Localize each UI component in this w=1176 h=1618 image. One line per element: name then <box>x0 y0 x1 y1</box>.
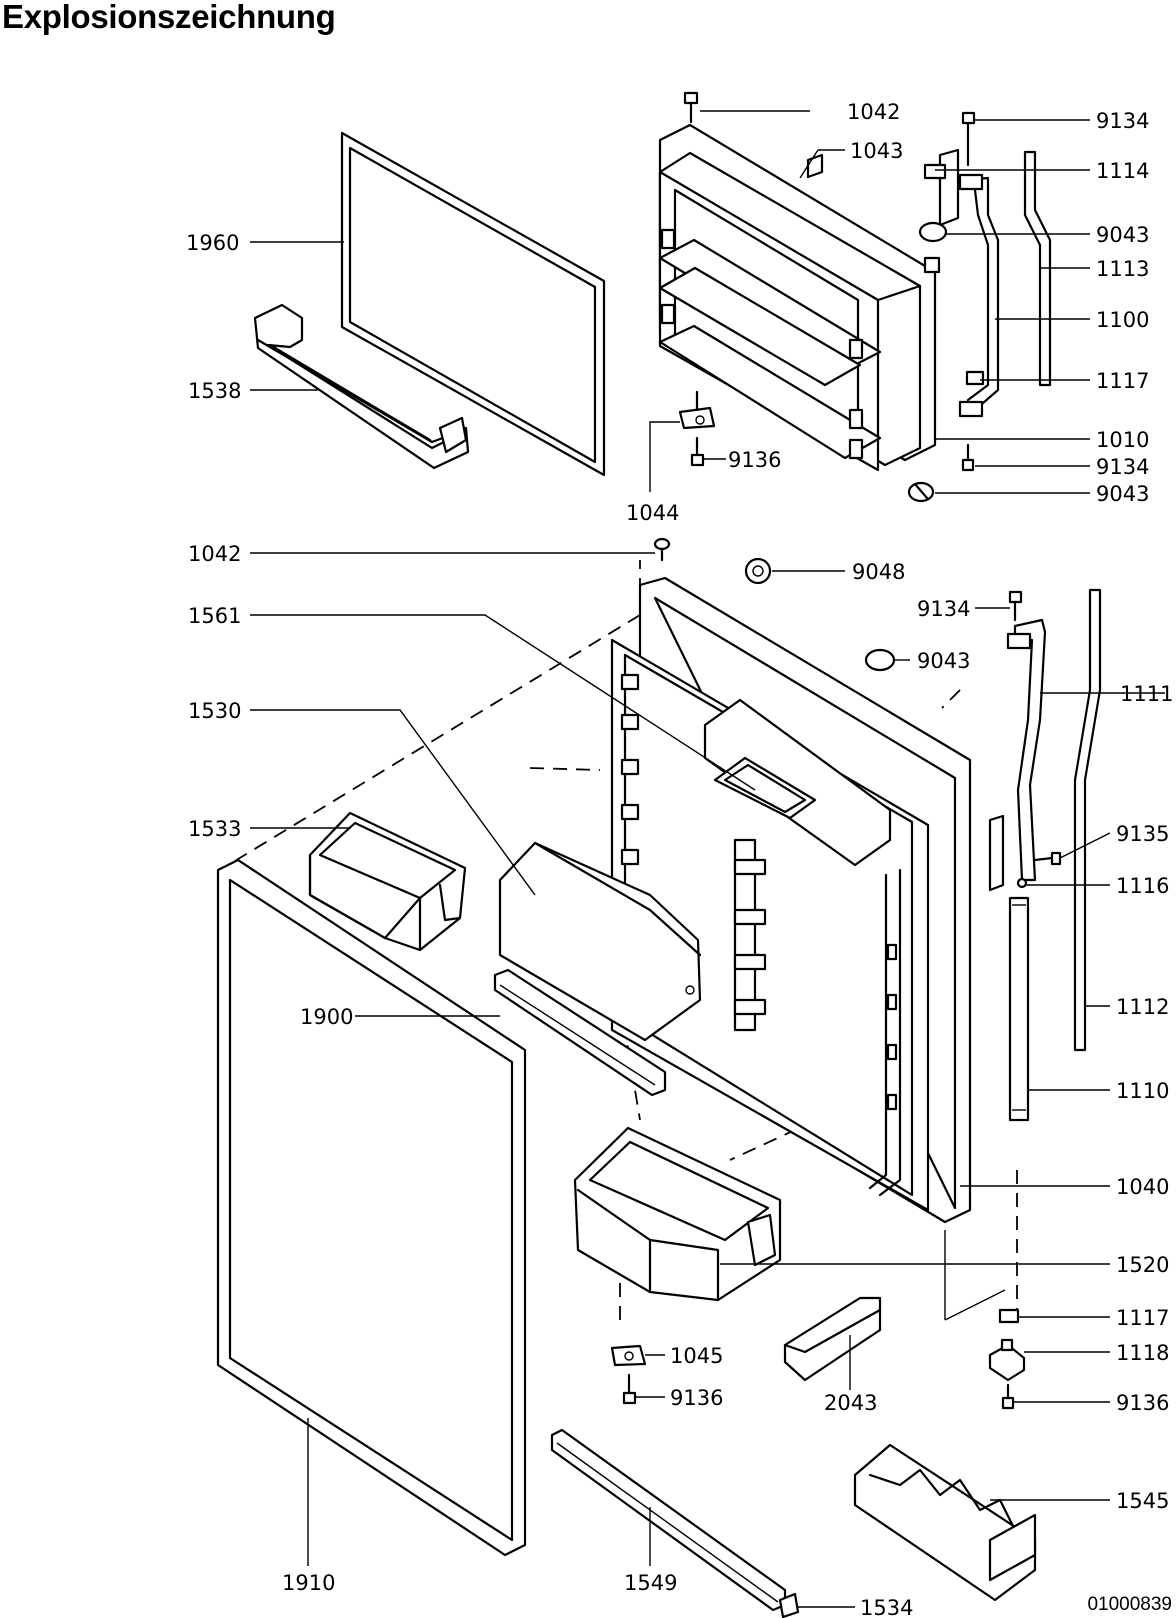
side-rail-1112 <box>1073 588 1102 1052</box>
label-1114: 1114 <box>1096 159 1149 183</box>
bar-strip-1900 <box>493 968 667 1097</box>
hinge-strip-1110 <box>1008 896 1030 1122</box>
label-2043: 2043 <box>824 1391 877 1415</box>
door-cover-1530 <box>498 841 702 1042</box>
hinge-cap-lower <box>907 481 935 503</box>
label-1042-lower: 1042 <box>188 542 241 566</box>
label-1520: 1520 <box>1116 1253 1169 1277</box>
bottle-shelf-1520 <box>573 1126 782 1302</box>
label-1533: 1533 <box>188 817 241 841</box>
label-1538: 1538 <box>188 379 241 403</box>
screw-1042-top <box>683 91 699 124</box>
hinge-screw-middle <box>1008 590 1023 622</box>
label-1561: 1561 <box>188 604 241 628</box>
label-1117-top: 1117 <box>1096 369 1149 393</box>
label-9134-mid: 9134 <box>1096 455 1149 479</box>
hinge-cap-middle <box>864 648 896 672</box>
label-1545: 1545 <box>1116 1489 1169 1513</box>
label-1100: 1100 <box>1096 308 1149 332</box>
label-1111: 1111 <box>1120 682 1173 706</box>
label-9048: 9048 <box>852 560 905 584</box>
label-1534: 1534 <box>860 1596 913 1618</box>
page-title: Explosionszeichnung <box>2 0 336 35</box>
fridge-door <box>610 576 972 1224</box>
part-9048 <box>744 557 772 585</box>
label-9136-mid: 9136 <box>670 1386 723 1410</box>
label-1010: 1010 <box>1096 428 1149 452</box>
label-9134-lower: 9134 <box>917 597 970 621</box>
leader-lines <box>250 110 1165 1608</box>
fridge-door-gasket <box>216 858 527 1557</box>
label-9043-lower: 9043 <box>917 649 970 673</box>
egg-shelf-1533 <box>308 811 467 952</box>
middle-hinge-bracket <box>1006 618 1047 882</box>
freezer-door-shelf-bar <box>253 303 470 470</box>
label-1042-top: 1042 <box>847 100 900 124</box>
label-1112: 1112 <box>1116 995 1169 1019</box>
label-9136-top: 9136 <box>728 448 781 472</box>
hinge-pin-plate-upper <box>961 370 985 472</box>
door-stop-bracket-lower <box>610 1344 647 1405</box>
label-1549: 1549 <box>624 1571 677 1595</box>
label-9135: 9135 <box>1116 822 1169 846</box>
end-cap-1534 <box>778 1592 800 1618</box>
label-1116: 1116 <box>1116 874 1169 898</box>
label-1117-lower: 1117 <box>1116 1306 1169 1330</box>
freezer-hinge <box>938 148 1052 418</box>
part-labels: 1042 1043 9134 1114 9043 1113 1100 1117 … <box>186 100 1173 1618</box>
label-1043: 1043 <box>850 139 903 163</box>
hinge-screw-upper <box>923 111 976 180</box>
label-1118: 1118 <box>1116 1341 1169 1365</box>
label-9043-top: 9043 <box>1096 223 1149 247</box>
lower-hinge-plate <box>944 1230 1020 1324</box>
freezer-door <box>658 123 937 472</box>
screw-9135 <box>1033 851 1062 866</box>
label-1530: 1530 <box>188 699 241 723</box>
lower-hinge-1118 <box>988 1338 1026 1410</box>
hinge-cap-upper <box>918 221 948 274</box>
hinge-cover-1116 <box>988 814 1028 892</box>
label-1960: 1960 <box>186 231 239 255</box>
label-9043-mid: 9043 <box>1096 482 1149 506</box>
label-1040: 1040 <box>1116 1175 1169 1199</box>
document-number: 01000839 <box>1087 1594 1172 1615</box>
label-1113: 1113 <box>1096 257 1149 281</box>
door-stop-bracket-upper <box>678 390 716 467</box>
label-9134-top: 9134 <box>1096 109 1149 133</box>
label-1110: 1110 <box>1116 1079 1169 1103</box>
freezer-door-gasket <box>340 131 606 477</box>
label-1900: 1900 <box>300 1005 353 1029</box>
label-1044: 1044 <box>626 501 679 525</box>
label-1910: 1910 <box>282 1571 335 1595</box>
label-9136-lower: 9136 <box>1116 1391 1169 1415</box>
egg-tray-1545 <box>853 1443 1037 1602</box>
part-2043 <box>783 1296 882 1382</box>
screw-1042-lower <box>653 537 671 562</box>
label-1045: 1045 <box>670 1344 723 1368</box>
